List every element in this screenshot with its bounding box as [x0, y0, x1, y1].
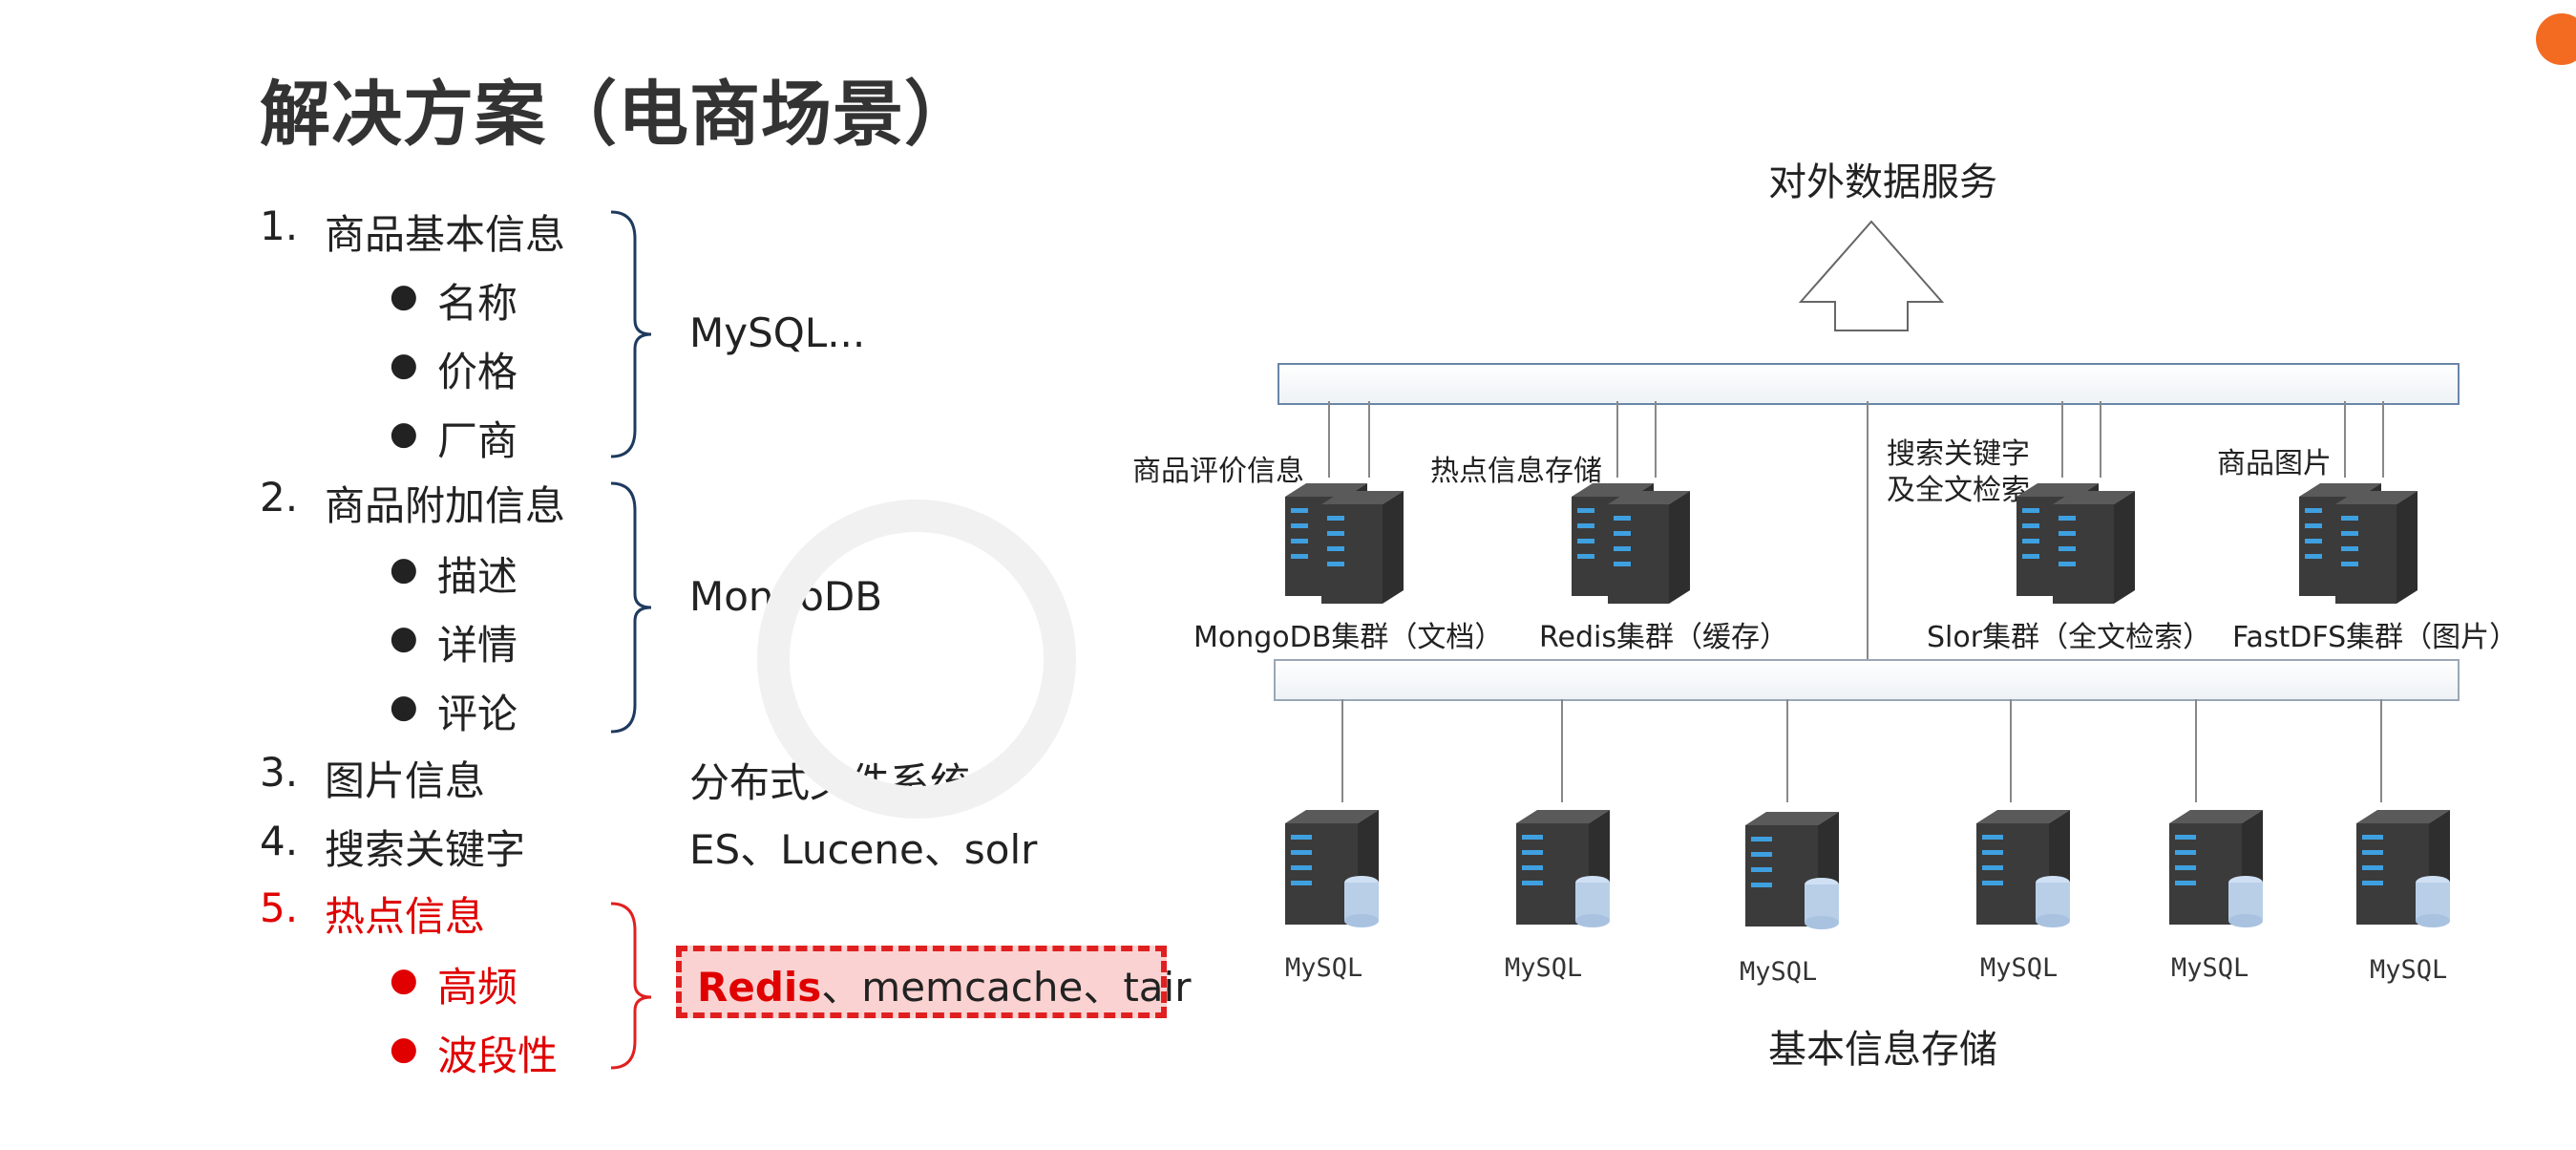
label-solr-cluster: Slor集群（全文检索）: [1927, 621, 2212, 654]
brace-5: [610, 902, 652, 1070]
external-data-service-label: 对外数据服务: [1768, 160, 1997, 204]
server-icon: [2016, 483, 2135, 604]
label-fastdfs-cluster: FastDFS集群（图片）: [2232, 621, 2519, 654]
list-item-extra-info: 商品附加信息: [325, 482, 566, 529]
tech-search: ES、Lucene、solr: [689, 826, 1038, 873]
list-item-hot-info: 热点信息: [325, 893, 486, 940]
label-mysql-1: MySQL: [1285, 953, 1363, 983]
tech-redis: Redis: [697, 964, 822, 1011]
label-redis-cluster: Redis集群（缓存）: [1539, 621, 1788, 654]
server-icon: [1572, 483, 1690, 604]
up-arrow-icon: [1798, 220, 1945, 331]
mysql-servers: [1285, 810, 2450, 929]
label-review-info: 商品评价信息: [1132, 455, 1304, 488]
storage-bus-bar: [1274, 659, 2460, 701]
watermark-logo: [757, 500, 1076, 819]
label-product-images: 商品图片: [2217, 447, 2332, 480]
server-icon: [1285, 483, 1404, 604]
tech-cache: Redis、memcache、tair: [697, 955, 1192, 1013]
label-mysql-6: MySQL: [2370, 955, 2448, 985]
list-number-5: 5.: [260, 884, 299, 931]
sub-item-reviews: 评论: [437, 691, 518, 737]
connector-lines: [1328, 401, 2384, 802]
bullet-icon: ●: [390, 415, 418, 453]
label-mysql-5: MySQL: [2171, 953, 2249, 983]
label-fulltext: 及全文检索: [1887, 474, 2030, 507]
bullet-icon: ●: [390, 277, 418, 315]
sub-item-details: 详情: [437, 622, 518, 669]
label-mongodb-cluster: MongoDB集群（文档）: [1193, 621, 1504, 654]
bullet-icon: ●: [390, 550, 418, 588]
sub-item-vendor: 厂商: [437, 417, 518, 464]
list-item-images: 图片信息: [325, 757, 486, 804]
sub-item-periodic: 波段性: [437, 1033, 559, 1079]
bullet-icon: ●: [390, 961, 418, 999]
redis-highlight-box: [676, 946, 1167, 1018]
brace-group: [610, 210, 652, 1070]
label-mysql-4: MySQL: [1980, 953, 2059, 983]
bullet-icon: ●: [390, 1030, 418, 1068]
cluster-servers: [1285, 483, 2418, 604]
label-hot-storage: 热点信息存储: [1430, 455, 1602, 488]
service-bus-bar: [1277, 363, 2460, 405]
sub-item-name: 名称: [437, 280, 518, 327]
list-item-search: 搜索关键字: [325, 826, 526, 873]
page-title: 解决方案（电商场景）: [260, 74, 976, 156]
brace-2: [610, 481, 652, 734]
server-icon: [2299, 483, 2418, 604]
sub-item-high-frequency: 高频: [437, 964, 518, 1011]
bullet-icon: ●: [390, 346, 418, 384]
brace-1: [610, 210, 652, 458]
label-search-keyword: 搜索关键字: [1887, 437, 2030, 471]
label-mysql-2: MySQL: [1505, 953, 1583, 983]
sub-item-price: 价格: [437, 349, 518, 395]
list-number-2: 2.: [260, 474, 299, 521]
sub-item-description: 描述: [437, 553, 518, 600]
brand-logo-icon: [2536, 13, 2576, 65]
list-number-4: 4.: [260, 818, 299, 864]
list-number-3: 3.: [260, 749, 299, 796]
tech-mysql: MySQL...: [689, 309, 866, 356]
basic-info-storage-label: 基本信息存储: [1768, 1028, 1997, 1072]
bullet-icon: ●: [390, 619, 418, 657]
tech-cache-rest: 、memcache、tair: [821, 964, 1192, 1011]
label-mysql-3: MySQL: [1740, 957, 1818, 987]
list-item-basic-info: 商品基本信息: [325, 211, 566, 258]
list-number-1: 1.: [260, 202, 299, 249]
bullet-icon: ●: [390, 688, 418, 726]
